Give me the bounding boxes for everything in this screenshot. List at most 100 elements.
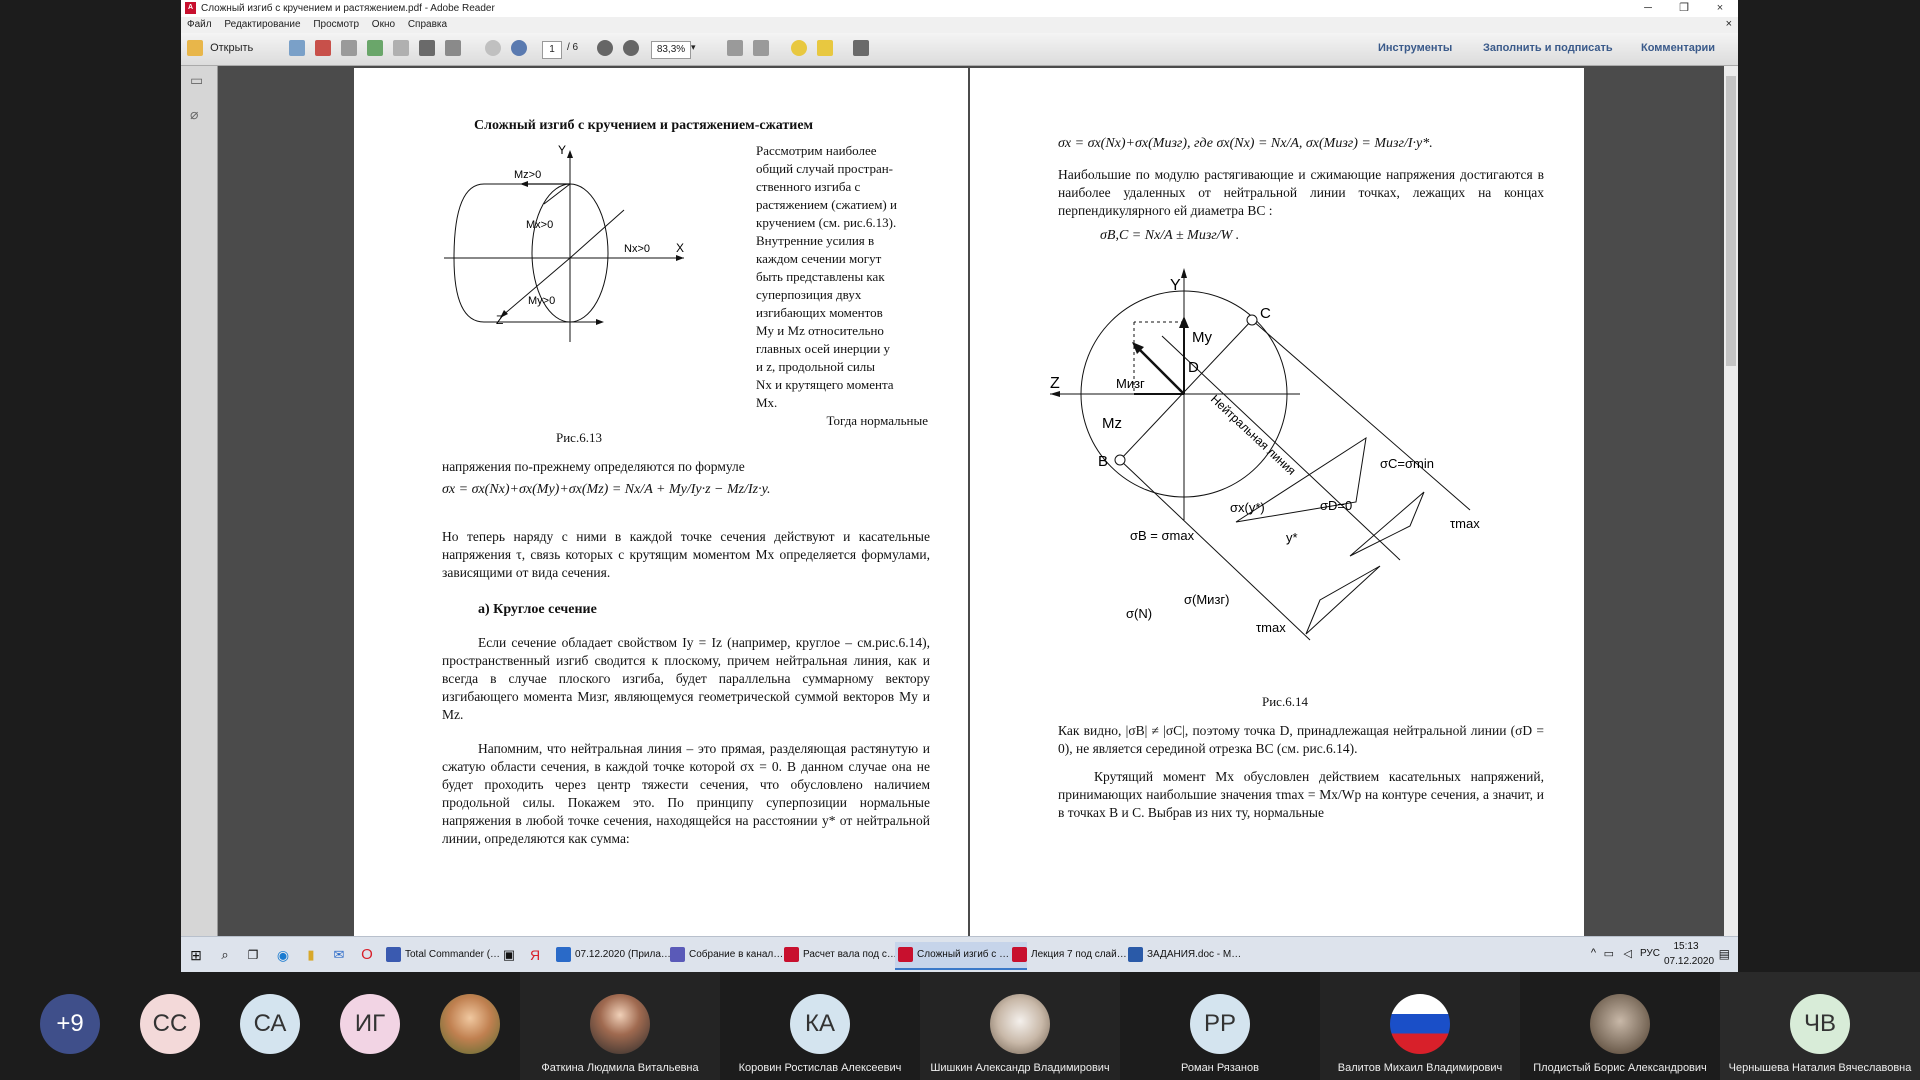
opera-icon[interactable]: O [361, 946, 373, 963]
more-participants-tile[interactable]: +9 [0, 972, 140, 1080]
z-axis-arrow [1050, 391, 1060, 397]
tray-chevron-icon[interactable]: ^ [1590, 947, 1596, 959]
minimize-button[interactable]: ─ [1644, 2, 1652, 14]
menu-window[interactable]: Окно [371, 19, 396, 30]
menu-help[interactable]: Справка [407, 19, 448, 30]
avatar: СС [140, 994, 200, 1054]
comment-icon[interactable] [791, 40, 807, 56]
pages-icon[interactable]: ▭ [190, 72, 204, 88]
taskbar-pdf-2[interactable]: Лекция 7 под слай… [1009, 942, 1143, 968]
tab-tools[interactable]: Инструменты [1378, 42, 1453, 54]
avatar-flag [1390, 994, 1450, 1054]
column-line: Nx и крутящего момента [756, 377, 894, 392]
vertical-scrollbar[interactable] [1724, 66, 1738, 936]
task-view-icon[interactable]: ❐ [247, 948, 259, 962]
avatar: КА [790, 994, 850, 1054]
open-button[interactable]: Открыть [187, 40, 253, 58]
next-page-icon[interactable] [511, 40, 527, 56]
paragraph-torque: Крутящий момент Mx обусловлен действием … [1058, 769, 1544, 820]
title-bar: A Сложный изгиб с кручением и растяжение… [181, 0, 1738, 17]
sigma-c-label: σC=σmin [1380, 456, 1434, 471]
y-axis-arrow [1181, 268, 1187, 278]
navigation-pane: ▭ ⌀ [181, 66, 218, 936]
toolbar: Открыть 1 / 6 83,3% ▾ Инструменты Заполн… [181, 33, 1738, 66]
avatar: ИГ [340, 994, 400, 1054]
menu-edit[interactable]: Редактирование [224, 19, 301, 30]
scrollbar-thumb[interactable] [1726, 76, 1736, 366]
edge-icon[interactable]: ◉ [276, 947, 290, 963]
taskbar-teams[interactable]: Собрание в канал… [667, 942, 799, 968]
menu-view[interactable]: Просмотр [313, 19, 360, 30]
attachments-icon[interactable]: ⌀ [190, 106, 199, 122]
zoom-input[interactable]: 83,3% [651, 41, 691, 59]
taskbar-pdf-1[interactable]: Расчет вала под с… [781, 942, 913, 968]
sigma-b-label: σB = σmax [1130, 528, 1195, 543]
participant-tile[interactable]: РР Роман Рязанов [1120, 972, 1320, 1080]
search-icon[interactable]: ⌕ [221, 947, 229, 962]
participant-tile[interactable]: СС [140, 972, 240, 1080]
tab-fill-sign[interactable]: Заполнить и подписать [1483, 42, 1613, 54]
save-icon[interactable] [393, 40, 409, 56]
column-line: быть представлены как [756, 269, 885, 284]
paragraph-2: Но теперь наряду с ними в каждой точке с… [442, 529, 930, 580]
paragraph-4: Напомним, что нейтральная линия – это пр… [442, 741, 930, 846]
tab-comments[interactable]: Комментарии [1641, 42, 1716, 54]
page-number-input[interactable]: 1 [542, 41, 562, 59]
yandex-icon[interactable]: Я [529, 947, 541, 963]
explorer-icon[interactable]: ▮ [307, 947, 315, 962]
paragraph-max-stress: Наибольшие по модулю растягивающие и сжи… [1058, 167, 1544, 218]
create-pdf-icon[interactable] [289, 40, 305, 56]
tau-diagram-lower [1305, 565, 1381, 635]
expand-icon[interactable] [853, 40, 869, 56]
sign-icon[interactable] [817, 40, 833, 56]
participant-tile[interactable]: ЧВ Чернышева Наталия Вячеславовна [1720, 972, 1920, 1080]
prev-page-icon[interactable] [485, 40, 501, 56]
notifications-icon[interactable]: ▤ [1718, 947, 1730, 961]
participant-tile[interactable]: Валитов Михаил Владимирович [1320, 972, 1520, 1080]
taskbar-outlook[interactable]: 07.12.2020 (Прила… [553, 942, 683, 968]
volume-icon[interactable]: ◁ [1623, 948, 1632, 960]
taskbar-total-commander[interactable]: Total Commander (… [383, 942, 507, 968]
section-title: Сложный изгиб с кручением и растяжением-… [474, 118, 814, 133]
cloud-icon[interactable] [367, 40, 383, 56]
caption-6-13: Рис.6.13 [556, 430, 602, 445]
store-icon[interactable]: ▣ [502, 947, 516, 962]
mz-arrow [520, 181, 528, 187]
print-icon[interactable] [419, 40, 435, 56]
clock-date[interactable]: 07.12.2020 [1664, 956, 1715, 967]
language-indicator[interactable]: РУС [1639, 948, 1660, 959]
participant-name: Чернышева Наталия Вячеславовна [1728, 1062, 1912, 1074]
y-label: Y [1170, 277, 1181, 294]
sigma-d-label: σD=0 [1320, 498, 1352, 513]
participant-tile[interactable]: Шишкин Александр Владимирович [920, 972, 1120, 1080]
menu-file[interactable]: Файл [187, 19, 212, 30]
mail-icon[interactable]: ✉ [333, 947, 345, 962]
zoom-in-icon[interactable] [623, 40, 639, 56]
task-label: 07.12.2020 (Прила… [575, 949, 671, 960]
participant-tile[interactable]: КА Коровин Ростислав Алексеевич [720, 972, 920, 1080]
restore-button[interactable]: ❐ [1679, 2, 1689, 14]
doc-close-icon[interactable]: × [1725, 18, 1732, 30]
clock-time[interactable]: 15:13 [1673, 941, 1699, 952]
participant-tile[interactable]: Фаткина Людмила Витальевна [520, 972, 720, 1080]
participant-tile[interactable] [440, 972, 520, 1080]
fit-page-icon[interactable] [727, 40, 743, 56]
export-pdf-icon[interactable] [315, 40, 331, 56]
participant-tile[interactable]: СА [240, 972, 340, 1080]
taskbar-pdf-active[interactable]: Сложный изгиб с … [895, 942, 1027, 970]
participant-name: Шишкин Александр Владимирович [930, 1062, 1110, 1074]
fit-width-icon[interactable] [753, 40, 769, 56]
taskbar-word[interactable]: ЗАДАНИЯ.doc - M… [1125, 942, 1261, 968]
participant-tile[interactable]: Плодистый Борис Александрович [1520, 972, 1720, 1080]
start-icon[interactable]: ⊞ [190, 947, 202, 963]
network-icon[interactable]: ▭ [1603, 948, 1614, 960]
email-icon[interactable] [445, 40, 461, 56]
participant-tile[interactable]: ИГ [340, 972, 440, 1080]
edit-icon[interactable] [341, 40, 357, 56]
task-label: Собрание в канал… [689, 949, 784, 960]
close-button[interactable]: × [1716, 2, 1724, 14]
zoom-dropdown-icon[interactable]: ▾ [691, 42, 696, 52]
section-diagonal [569, 209, 625, 259]
zoom-out-icon[interactable] [597, 40, 613, 56]
task-label: Total Commander (… [405, 949, 501, 960]
